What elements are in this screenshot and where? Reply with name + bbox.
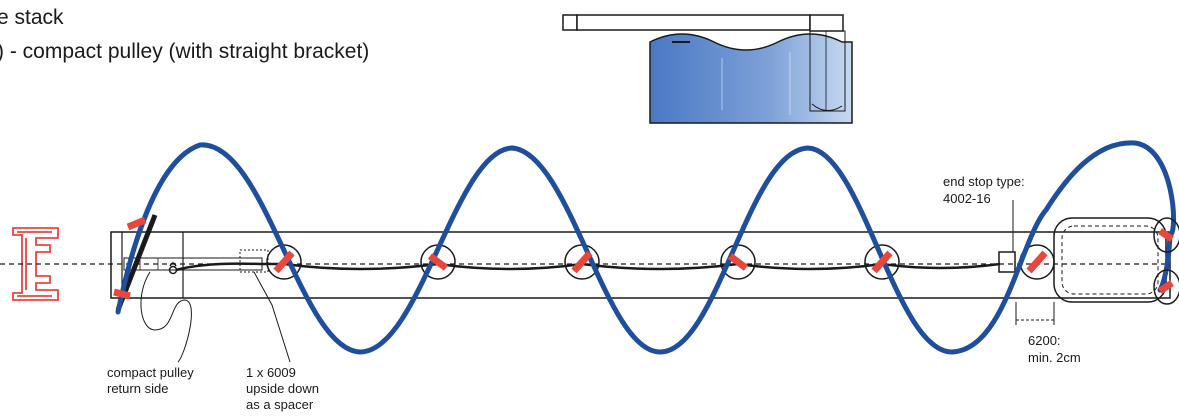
spacer-label-line3: as a spacer — [246, 397, 314, 412]
label-min-distance: 6200: min. 2cm — [1028, 333, 1081, 365]
blue-cord — [115, 140, 1177, 355]
red-clips — [113, 216, 1174, 300]
return-side-label-line1: compact pulley — [107, 365, 194, 380]
spacer-label-line1: 1 x 6009 — [246, 365, 296, 380]
min-distance-label-line2: min. 2cm — [1028, 350, 1081, 365]
runners — [266, 244, 1055, 280]
return-side-label-line2: return side — [107, 381, 168, 396]
curtain-preview-icon — [562, 14, 853, 124]
end-stop-icon — [998, 251, 1016, 273]
end-stop-label-line1: end stop type: — [943, 174, 1025, 189]
min-distance-label-line1: 6200: — [1028, 333, 1061, 348]
heading-stack: e stack — [0, 6, 64, 29]
runner-icon — [864, 244, 900, 280]
label-spacer: 1 x 6009 upside down as a spacer — [246, 365, 319, 412]
label-end-stop: end stop type: 4002-16 — [943, 174, 1025, 206]
callout-lines — [140, 200, 1055, 363]
bracket-e-icon — [12, 227, 59, 301]
end-stop-label-line2: 4002-16 — [943, 191, 991, 206]
end-pulley-housing — [1053, 217, 1167, 303]
end-wheels — [1153, 217, 1179, 305]
spacer-label-line2: upside down — [246, 381, 319, 396]
label-return-side: compact pulley return side — [107, 365, 194, 396]
spacer-marker — [239, 249, 269, 273]
heading-pulley-title: ) - compact pulley (with straight bracke… — [0, 40, 370, 63]
